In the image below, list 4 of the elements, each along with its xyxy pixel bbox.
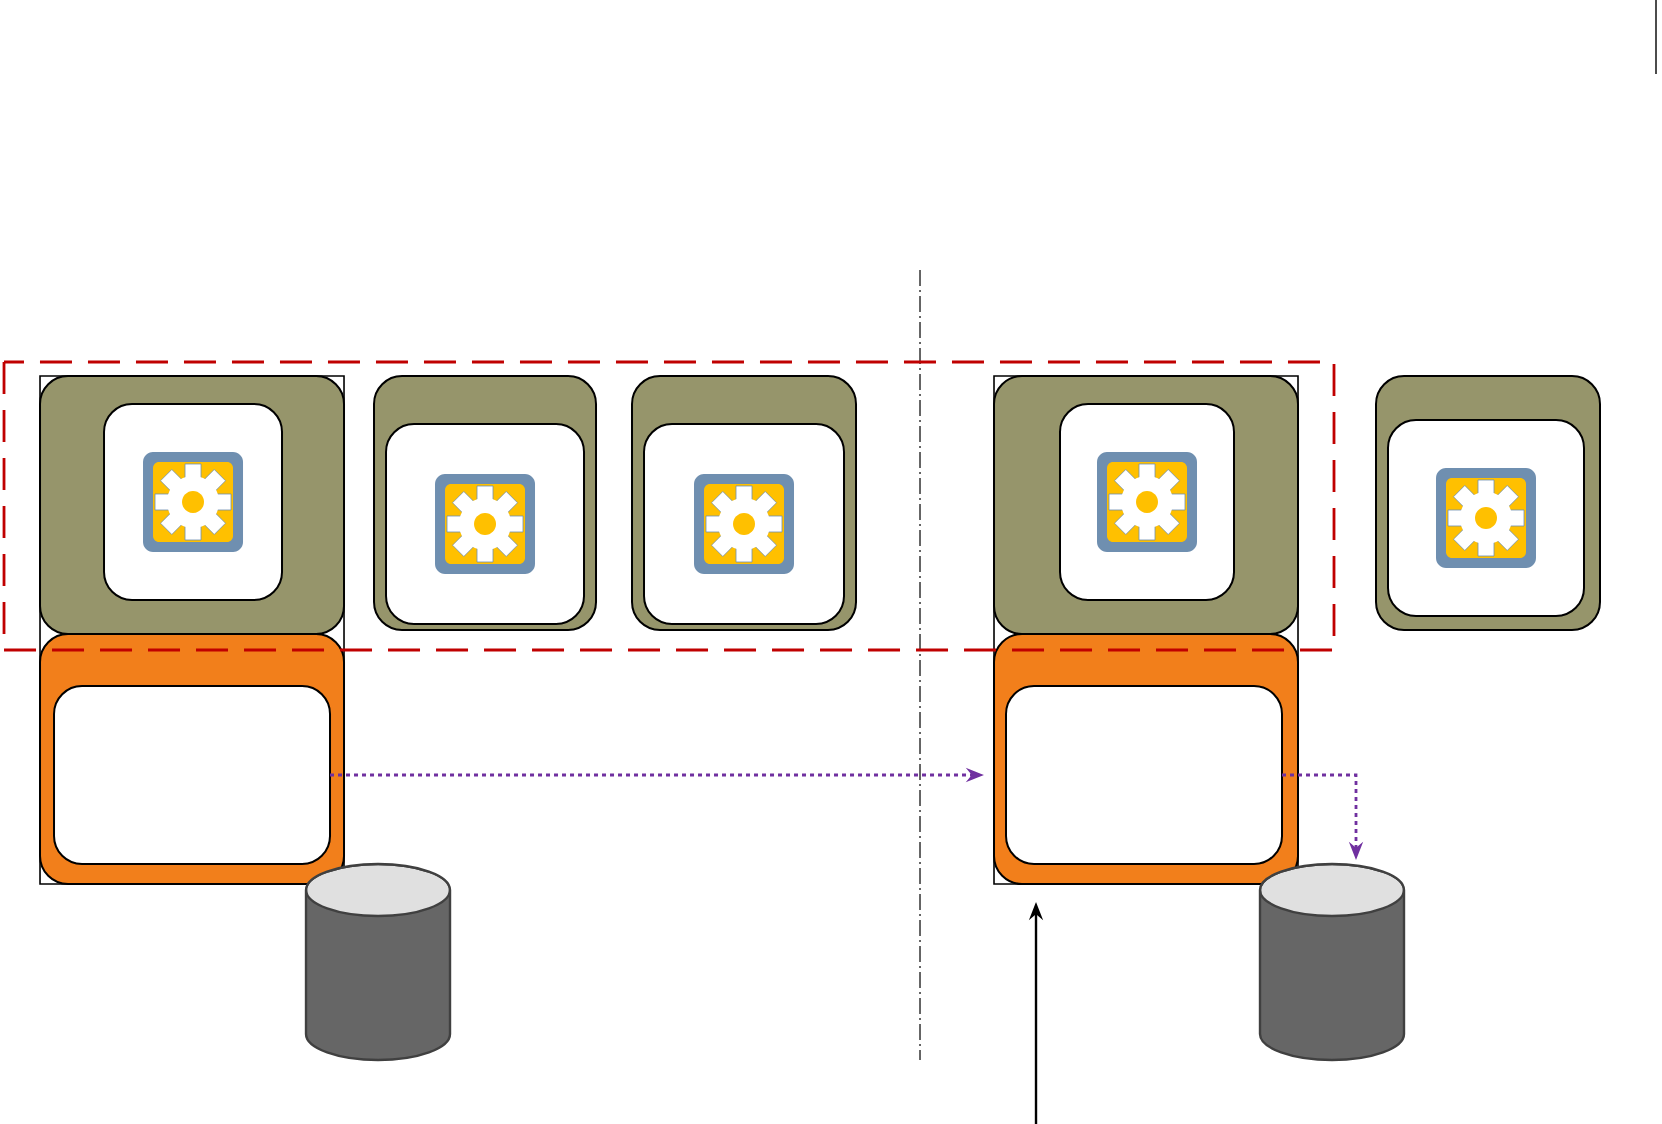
inner-box <box>1005 685 1283 865</box>
database-cylinder <box>1258 862 1406 1062</box>
inner-box <box>53 685 331 865</box>
database-cylinder <box>304 862 452 1062</box>
